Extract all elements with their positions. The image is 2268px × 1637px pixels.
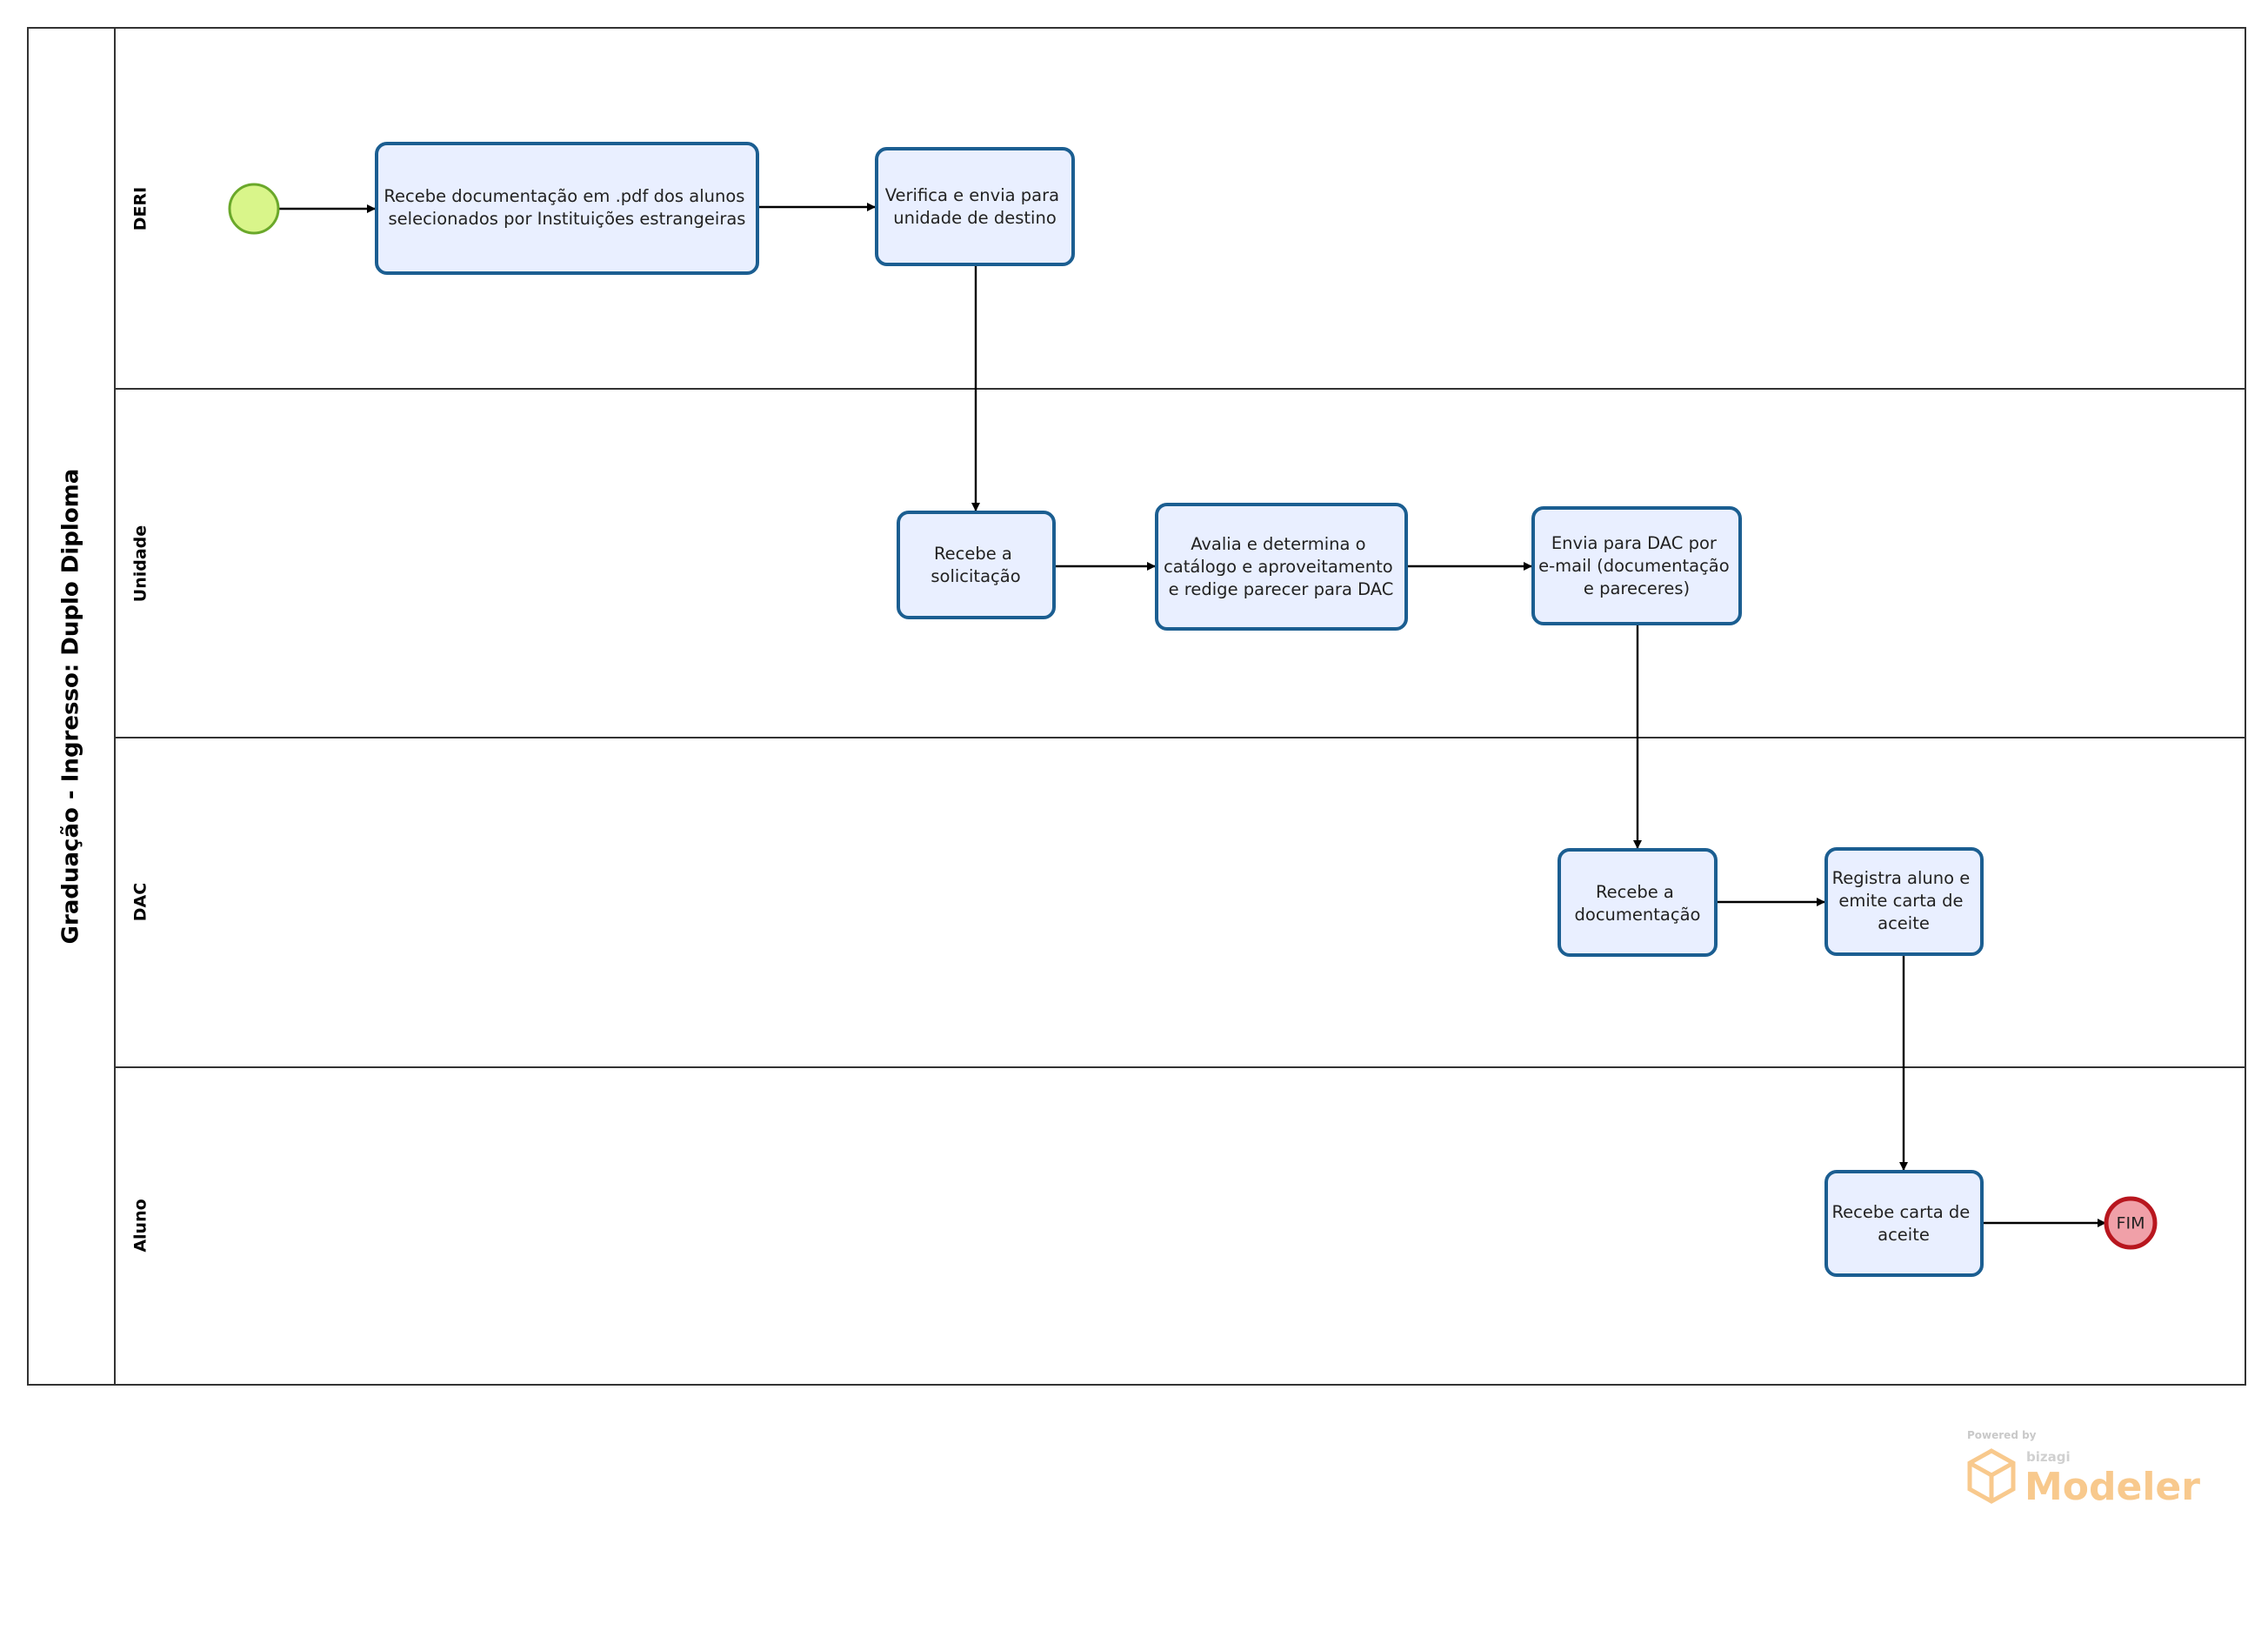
task-line: selecionados por Instituições estrangeir…: [389, 209, 746, 229]
end-event-label: FIM: [2117, 1214, 2145, 1233]
task-label: Registra aluno e emite carta de aceite: [1832, 868, 1976, 933]
task-line: Envia para DAC por: [1551, 533, 1718, 553]
sequence-flows: [279, 203, 2106, 1227]
lane-title-aluno: Aluno: [131, 1199, 150, 1252]
watermark-powered-by: Powered by: [1967, 1429, 2037, 1441]
task-box: [1558, 848, 1718, 957]
pool-border: [27, 27, 2246, 1386]
lane-title-unidade: Unidade: [131, 525, 150, 602]
task-label: Recebe documentação em .pdf dos alunos s…: [384, 186, 750, 229]
lane-dividers: [115, 388, 2245, 1068]
task-box: [1531, 506, 1742, 625]
task-line: e pareceres): [1584, 578, 1690, 598]
task-box: [375, 142, 759, 275]
task-line: aceite: [1878, 913, 1930, 933]
task-line: Recebe a: [934, 544, 1012, 564]
task-t7[interactable]: Registra aluno e emite carta de aceite: [1824, 847, 1984, 956]
task-t6[interactable]: Recebe a documentação: [1558, 848, 1718, 957]
task-t2[interactable]: Verifica e envia para unidade de destino: [875, 147, 1075, 266]
task-box: [1824, 847, 1984, 956]
task-t5[interactable]: Envia para DAC por e-mail (documentação …: [1531, 506, 1742, 625]
end-event[interactable]: FIM: [2104, 1196, 2158, 1250]
task-label: Verifica e envia para unidade de destino: [885, 185, 1065, 228]
pool: Graduação - Ingresso: Duplo Diploma: [27, 27, 2246, 1386]
end-event-circle: [2104, 1196, 2158, 1250]
watermark-product: Modeler: [2025, 1465, 2200, 1509]
task-label: Recebe carta de aceite: [1831, 1202, 1975, 1245]
task-label: Recebe a documentação: [1575, 882, 1701, 925]
task-line: emite carta de: [1838, 891, 1963, 911]
task-label: Envia para DAC por e-mail (documentação …: [1538, 533, 1735, 598]
task-label: Avalia e determina o catálogo e aproveit…: [1164, 534, 1398, 599]
task-line: Recebe a: [1596, 882, 1674, 902]
task-label: Recebe a solicitação: [931, 544, 1020, 586]
pool-title: Graduação - Ingresso: Duplo Diploma: [58, 469, 84, 945]
task-line: solicitação: [931, 566, 1020, 586]
task-box: [1824, 1170, 1984, 1277]
lane-title-deri: DERI: [131, 187, 150, 231]
task-line: unidade de destino: [893, 208, 1057, 228]
task-t8[interactable]: Recebe carta de aceite: [1824, 1170, 1984, 1277]
task-line: Recebe carta de: [1831, 1202, 1970, 1222]
start-event[interactable]: [228, 183, 280, 235]
task-line: catálogo e aproveitamento: [1164, 557, 1393, 577]
task-t1[interactable]: Recebe documentação em .pdf dos alunos s…: [375, 142, 759, 275]
task-box: [875, 147, 1075, 266]
task-line: Registra aluno e: [1832, 868, 1971, 888]
lane-title-dac: DAC: [131, 883, 150, 921]
task-line: Recebe documentação em .pdf dos alunos: [384, 186, 744, 206]
watermark-brand: bizagi: [2026, 1449, 2071, 1465]
watermark: Powered by bizagi Modeler: [1967, 1429, 2200, 1509]
task-box: [897, 511, 1056, 619]
task-line: Avalia e determina o: [1191, 534, 1365, 554]
task-line: Verifica e envia para: [885, 185, 1059, 205]
task-line: aceite: [1878, 1225, 1930, 1245]
task-line: e redige parecer para DAC: [1169, 579, 1394, 599]
bizagi-logo-icon: [1967, 1448, 2016, 1504]
task-t3[interactable]: Recebe a solicitação: [897, 511, 1056, 619]
task-line: e-mail (documentação: [1538, 556, 1730, 576]
task-box: [1155, 503, 1408, 631]
task-line: documentação: [1575, 905, 1701, 925]
task-t4[interactable]: Avalia e determina o catálogo e aproveit…: [1155, 503, 1408, 631]
